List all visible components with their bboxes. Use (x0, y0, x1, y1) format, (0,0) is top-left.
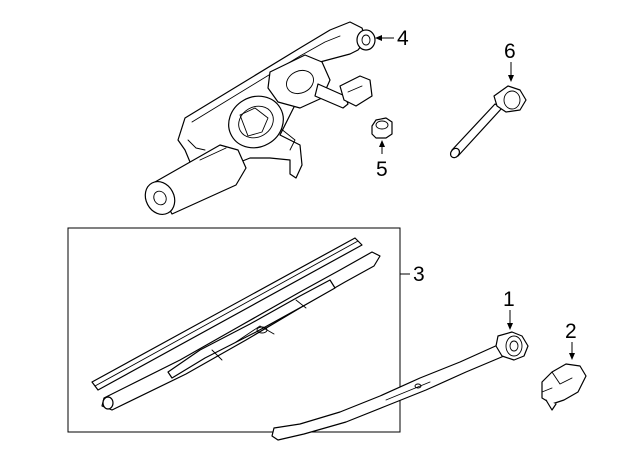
wiper-arm-part[interactable] (271, 331, 529, 441)
callout-1: 1 (503, 288, 515, 311)
wiper-blade-box (67, 227, 401, 433)
callout-3: 3 (413, 263, 425, 286)
arm-cap-part[interactable] (541, 363, 587, 411)
callout-2: 2 (565, 320, 577, 343)
nut-part[interactable] (371, 117, 393, 139)
wiper-motor-part[interactable] (140, 21, 376, 220)
callout-6: 6 (504, 40, 516, 63)
callout-4: 4 (397, 27, 409, 50)
callout-5: 5 (376, 158, 388, 181)
callout-2-leader (569, 342, 575, 360)
wiper-blade-part[interactable] (91, 237, 381, 411)
callout-4-leader (375, 35, 394, 41)
callout-5-leader (379, 140, 385, 154)
callout-1-leader (507, 310, 513, 330)
callout-6-leader (508, 62, 514, 82)
nozzle-part[interactable] (449, 85, 527, 159)
